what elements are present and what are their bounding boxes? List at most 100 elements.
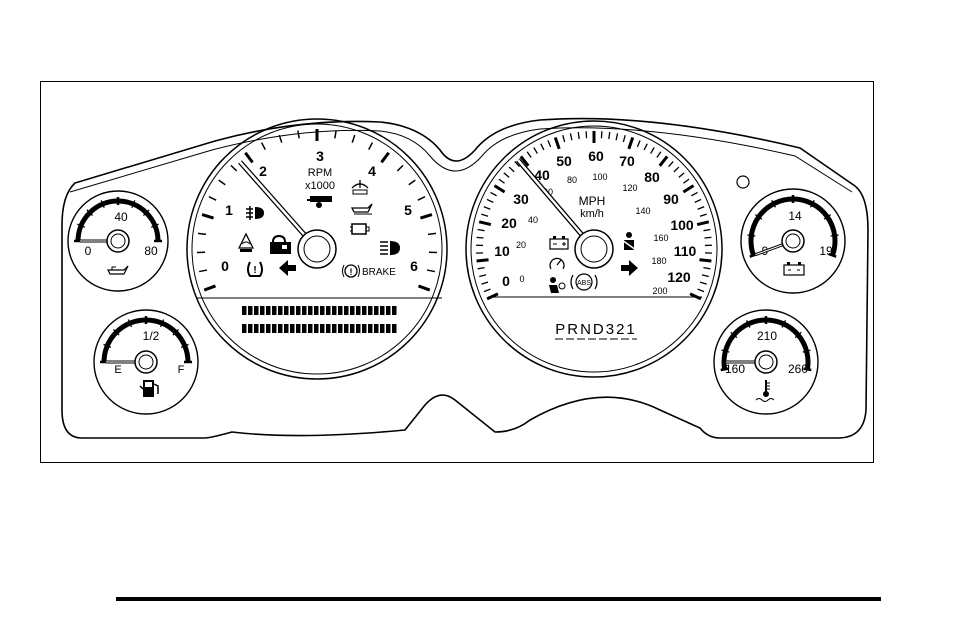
lcd-segment (392, 324, 397, 333)
oil-label: 0 (85, 244, 92, 258)
lcd-segment (290, 306, 295, 315)
tach-unit-x1000: x1000 (305, 180, 335, 192)
speedo-unit-kmh: km/h (580, 208, 604, 220)
lcd-segment (374, 306, 379, 315)
svg-text:!: ! (253, 265, 256, 276)
speedo-mph-label: 100 (670, 217, 694, 233)
right-turn-arrow-icon (621, 260, 638, 276)
check-engine-icon (350, 224, 369, 234)
gear-indicator: PRND321 (555, 321, 637, 338)
tach-unit-rpm: RPM (308, 167, 332, 179)
speedo-tick (555, 138, 559, 149)
traction-control-icon (239, 234, 253, 252)
speedo-tick (679, 173, 684, 178)
lcd-segment (320, 324, 325, 333)
tach-tick (369, 143, 373, 150)
lcd-segment (344, 324, 349, 333)
lcd-segment (266, 324, 271, 333)
tach-tick (397, 165, 403, 171)
tach-tick (428, 233, 436, 234)
fog-lamp-icon (246, 206, 264, 220)
lcd-segment (314, 324, 319, 333)
speedo-tick (616, 133, 617, 140)
lcd-segment (272, 324, 277, 333)
tach-tick (381, 153, 388, 163)
speedo-kmh-label: 40 (528, 215, 538, 225)
speedo-tick (490, 192, 496, 195)
lcd-segment (380, 324, 385, 333)
tachometer: 0123456 (187, 119, 447, 379)
tach-tick (352, 135, 355, 143)
tach-tick (245, 153, 252, 163)
temp-hub (755, 351, 777, 373)
speedo-kmh-label: 0 (519, 274, 524, 284)
oil-level-icon (352, 204, 372, 214)
lcd-segment (356, 324, 361, 333)
lcd-segment (374, 324, 379, 333)
speedo-mph-label: 90 (663, 191, 679, 207)
speedo-tick (623, 135, 625, 142)
volt-label: 19 (819, 244, 833, 258)
coolant-temp-icon (756, 380, 774, 402)
speedo-tick (704, 237, 711, 238)
cruise-control-icon (550, 258, 564, 269)
airbag-icon (549, 277, 565, 293)
speedo-tick (691, 192, 697, 195)
tach-label: 3 (316, 148, 324, 164)
speedo-tick (629, 138, 633, 149)
speedo-tick (703, 268, 710, 269)
lcd-segment (254, 306, 259, 315)
speedo-tick (570, 133, 571, 140)
left-turn-arrow-icon (279, 260, 296, 276)
speedo-tick (548, 140, 551, 146)
lcd-segment (326, 324, 331, 333)
tach-tick (204, 286, 215, 290)
tach-tick (335, 131, 336, 139)
lcd-segment (350, 306, 355, 315)
speedo-tick (479, 275, 486, 277)
lcd-segment (344, 306, 349, 315)
lcd-segment (308, 306, 313, 315)
brake-label: BRAKE (362, 267, 396, 278)
speedo-tick (699, 260, 711, 261)
speedo-tick (504, 173, 509, 178)
lcd-segment (242, 324, 247, 333)
volt-hub (782, 230, 804, 252)
speedo-tick (479, 222, 491, 225)
lcd-segment (380, 306, 385, 315)
speedo-tick (534, 148, 538, 154)
lcd-segment (386, 306, 391, 315)
speedo-tick (609, 132, 610, 139)
tach-label: 2 (259, 163, 267, 179)
oil-pressure-gauge: 04080 (68, 191, 168, 291)
tach-label: 6 (410, 258, 418, 274)
coolant-temperature-gauge: 160210260 (714, 310, 818, 414)
lcd-segment (362, 306, 367, 315)
abs-icon: ABS (571, 274, 597, 290)
speedo-tick (683, 186, 693, 192)
speedo-mph-label: 10 (494, 243, 510, 259)
speedo-tick (697, 222, 709, 225)
lcd-segment (302, 306, 307, 315)
battery-icon (550, 236, 568, 249)
temp-label: 260 (788, 362, 808, 376)
speedo-mph-label: 110 (674, 243, 697, 259)
tach-tick (298, 131, 299, 139)
speedo-kmh-label: 80 (567, 175, 577, 185)
lcd-segment (266, 306, 271, 315)
volt-battery-icon (784, 262, 804, 275)
speedo-tick (690, 294, 701, 299)
speedo-tick (578, 132, 579, 139)
speedo-tick (478, 268, 485, 269)
speedo-kmh-label: 120 (622, 183, 637, 193)
high-beam-icon (380, 241, 400, 255)
speedo-tick (660, 156, 667, 165)
page-bottom-rule (116, 597, 881, 601)
trailer-icon (307, 196, 332, 208)
speedo-tick (541, 144, 544, 150)
speedo-tick (683, 179, 689, 183)
speedo-tick (481, 282, 488, 284)
fuel-hub (135, 351, 157, 373)
fuel-pump-icon (140, 380, 158, 397)
